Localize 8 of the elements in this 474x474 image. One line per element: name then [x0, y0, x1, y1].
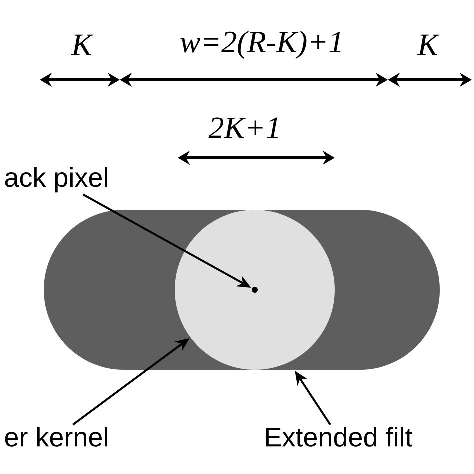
callout-text: ack pixel [5, 167, 108, 193]
dimension-label: K [71, 34, 94, 56]
dimension-label: w=2(R-K)+1 [180, 30, 341, 60]
dimension-label: K [417, 34, 440, 56]
dimension-label: 2K+1 [208, 118, 278, 138]
kernel-circle [175, 210, 335, 370]
callout-text: Extended filt [266, 427, 413, 447]
callout-text: er kernel [5, 427, 108, 447]
